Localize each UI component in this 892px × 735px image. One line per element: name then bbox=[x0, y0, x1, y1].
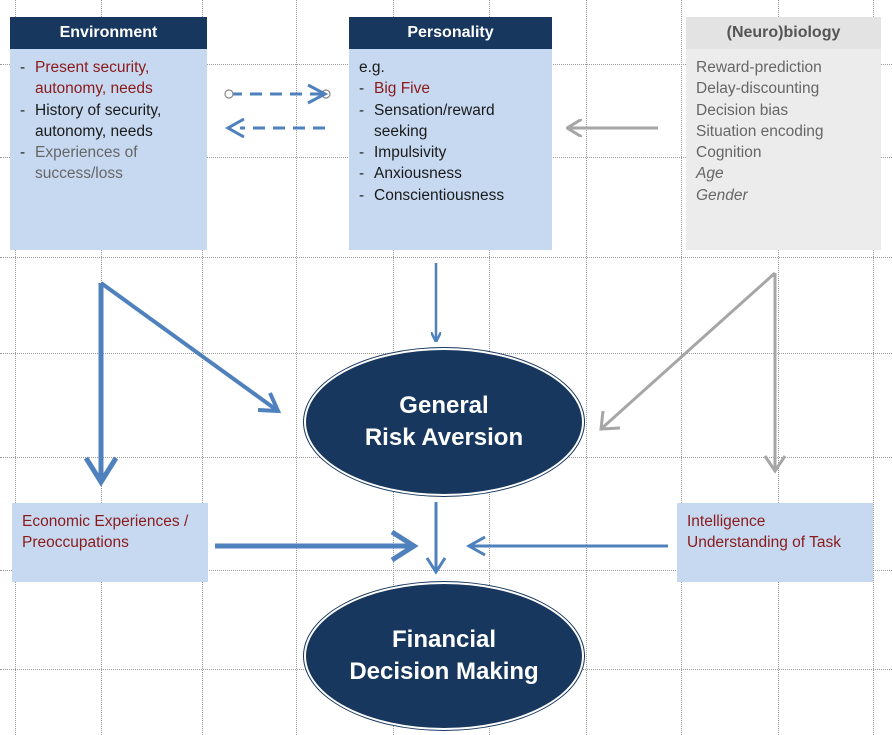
personality-item: Impulsivity bbox=[359, 142, 544, 164]
grid-line bbox=[681, 0, 682, 735]
environment-item: Experiences of success/loss bbox=[20, 142, 199, 185]
dashed-arrow-right-head bbox=[307, 83, 329, 105]
neurobiology-item: Cognition bbox=[696, 144, 762, 162]
economic-experiences-text: Economic Experiences / Preoccupations bbox=[22, 513, 189, 552]
general-risk-aversion-node: General Risk Aversion bbox=[304, 348, 584, 496]
personality-body: e.g. Big Five Sensation/reward seeking I… bbox=[349, 49, 552, 250]
personality-intro: e.g. bbox=[359, 59, 385, 76]
intelligence-to-fdm-arrowhead bbox=[465, 535, 486, 557]
personality-item: Conscientiousness bbox=[359, 185, 544, 207]
grid-line bbox=[586, 0, 587, 735]
financial-decision-line2: Decision Making bbox=[349, 658, 539, 685]
economic-to-fdm-arrowhead bbox=[390, 529, 419, 563]
neuro-to-intelligence-arrowhead bbox=[763, 455, 787, 474]
environment-to-economic-arrowhead bbox=[83, 456, 119, 487]
neurobiology-item: Age bbox=[696, 165, 724, 183]
intelligence-box: Intelligence Understanding of Task bbox=[677, 503, 873, 582]
environment-item: Present security, autonomy, needs bbox=[20, 57, 199, 100]
neurobiology-title: (Neuro)biology bbox=[686, 17, 881, 49]
grid-line bbox=[202, 0, 203, 735]
neuro-to-gra-arrow bbox=[599, 271, 777, 431]
environment-list: Present security, autonomy, needs Histor… bbox=[20, 57, 199, 185]
financial-decision-making-node: Financial Decision Making bbox=[304, 582, 584, 730]
general-risk-aversion-line2: Risk Aversion bbox=[364, 424, 524, 451]
neurobiology-item: Situation encoding bbox=[696, 122, 824, 140]
dashed-arrow-start-dot bbox=[224, 89, 234, 99]
personality-item: Big Five bbox=[359, 78, 544, 100]
grid-line bbox=[15, 0, 16, 735]
neurobiology-item: Delay-discounting bbox=[696, 80, 820, 98]
neurobiology-item: Reward-prediction bbox=[696, 59, 822, 76]
grid-line bbox=[778, 0, 779, 735]
environment-box: Environment Present security, autonomy, … bbox=[10, 17, 207, 250]
environment-body: Present security, autonomy, needs Histor… bbox=[10, 49, 207, 250]
neurobiology-item: Gender bbox=[696, 186, 748, 204]
grid-line bbox=[0, 257, 892, 258]
financial-decision-line1: Financial bbox=[391, 626, 497, 653]
neuro-to-gra-arrowhead bbox=[599, 410, 621, 431]
personality-list: Big Five Sensation/reward seeking Impuls… bbox=[359, 78, 544, 206]
grid-line bbox=[296, 0, 297, 735]
personality-item: Sensation/reward seeking bbox=[359, 100, 544, 143]
dashed-arrow-left-head bbox=[224, 117, 245, 139]
personality-box: Personality e.g. Big Five Sensation/rewa… bbox=[349, 17, 552, 250]
personality-title: Personality bbox=[349, 17, 552, 49]
grid-line bbox=[873, 0, 874, 735]
economic-experiences-box: Economic Experiences / Preoccupations bbox=[12, 503, 208, 582]
environment-to-gra-arrow bbox=[99, 281, 280, 413]
intelligence-text: Intelligence Understanding of Task bbox=[687, 513, 841, 552]
environment-title: Environment bbox=[10, 17, 207, 49]
neurobiology-box: (Neuro)biology Reward-prediction Delay-d… bbox=[686, 17, 881, 250]
general-risk-aversion-line1: General bbox=[399, 392, 489, 419]
gra-to-fdm-arrowhead bbox=[425, 557, 447, 575]
environment-to-gra-arrowhead bbox=[257, 392, 282, 414]
environment-item: History of security, autonomy, needs bbox=[20, 100, 199, 143]
personality-item: Anxiousness bbox=[359, 163, 544, 185]
neurobiology-body: Reward-prediction Delay-discounting Deci… bbox=[686, 49, 881, 250]
grid-line bbox=[0, 570, 892, 571]
neurobiology-item: Decision bias bbox=[696, 101, 789, 119]
